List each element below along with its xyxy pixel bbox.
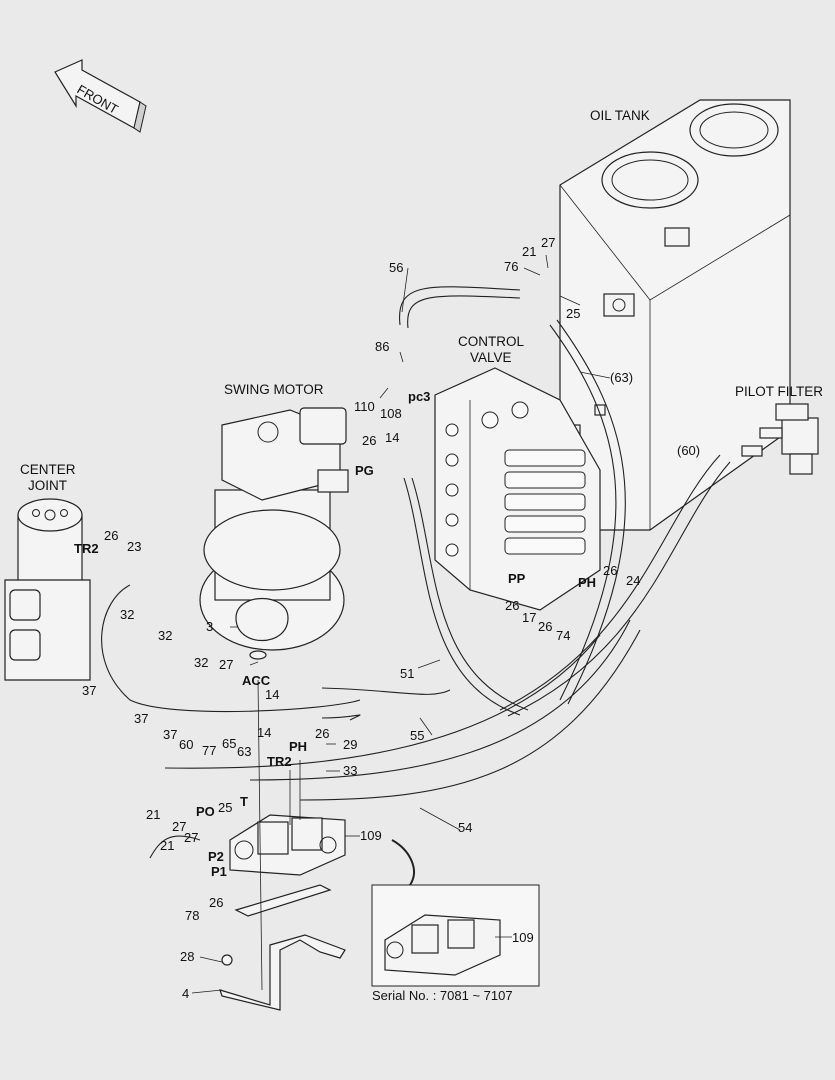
callout-63b: 63 [237, 744, 251, 759]
callout-3: 3 [206, 619, 213, 634]
hoses [101, 286, 731, 859]
callout-60b: 60 [179, 737, 193, 752]
callout-109b: 109 [512, 930, 534, 945]
callout-27b: 27 [219, 657, 233, 672]
callout-51: 51 [400, 666, 414, 681]
port-po: PO [196, 804, 215, 819]
callout-29: 29 [343, 737, 357, 752]
port-ph-valve: PH [578, 575, 596, 590]
control-valve [434, 367, 601, 611]
callout-77: 77 [202, 743, 216, 758]
control-valve-title-1: CONTROL [458, 334, 524, 349]
callout-37b: 37 [134, 711, 148, 726]
port-p2: P2 [208, 849, 224, 864]
callout-14c: 14 [257, 725, 271, 740]
callout-14a: 14 [385, 430, 399, 445]
callout-56: 56 [389, 260, 403, 275]
mounting-bracket [219, 884, 346, 1011]
pilot-filter [741, 403, 819, 475]
callout-23: 23 [127, 539, 141, 554]
accumulator [235, 598, 289, 660]
callout-27a: 27 [541, 235, 555, 250]
oil-tank [559, 99, 791, 531]
inset-detail [371, 884, 540, 987]
callout-21b: 21 [146, 807, 160, 822]
port-ph-block: PH [289, 739, 307, 754]
callout-32a: 32 [120, 607, 134, 622]
callout-74: 74 [556, 628, 570, 643]
callout-33: 33 [343, 763, 357, 778]
callout-21a: 21 [522, 244, 536, 259]
port-tr2-joint: TR2 [74, 541, 99, 556]
inset-pointer-arrow [391, 839, 415, 886]
pilot-filter-title: PILOT FILTER [735, 384, 823, 399]
callout-26e: 26 [538, 619, 552, 634]
callout-110: 110 [354, 399, 375, 414]
port-acc: ACC [242, 673, 271, 688]
callout-109a: 109 [360, 828, 382, 843]
port-pg: PG [355, 463, 374, 478]
serial-number-note: Serial No. : 7081 ~ 7107 [372, 988, 513, 1003]
callout-27c: 27 [172, 819, 186, 834]
callout-26c: 26 [315, 726, 329, 741]
center-joint-title-2: JOINT [28, 478, 67, 493]
swing-motor [199, 407, 349, 651]
solenoid-valve-block [229, 814, 346, 876]
leader-lines [191, 254, 611, 994]
callout-14b: 14 [265, 687, 279, 702]
callout-25a: 25 [566, 306, 580, 321]
callout-32b: 32 [158, 628, 172, 643]
center-joint [4, 498, 91, 681]
callout-37a: 37 [82, 683, 96, 698]
callout-26f: 26 [603, 563, 617, 578]
callout-27d: 27 [184, 830, 198, 845]
callout-21c: 21 [160, 838, 174, 853]
port-labels: TR2 pc3 PG PP PH ACC PH TR2 T PO P2 P1 [74, 389, 596, 879]
callout-54: 54 [458, 820, 472, 835]
callout-76: 76 [504, 259, 518, 274]
port-tr2-block: TR2 [267, 754, 292, 769]
callout-37c: 37 [163, 727, 177, 742]
port-pp: PP [508, 571, 526, 586]
callout-26g: 26 [209, 895, 223, 910]
port-pc3: pc3 [408, 389, 430, 404]
callout-63: (63) [610, 370, 633, 385]
callout-32c: 32 [194, 655, 208, 670]
part-callouts: 56 21 27 76 25 (63) 86 110 108 26 14 (60… [82, 235, 700, 1001]
control-valve-title-2: VALVE [470, 350, 512, 365]
port-t: T [240, 794, 248, 809]
callout-25b: 25 [218, 800, 232, 815]
callout-55: 55 [410, 728, 424, 743]
callout-26d: 26 [505, 598, 519, 613]
callout-26a: 26 [362, 433, 376, 448]
callout-86: 86 [375, 339, 389, 354]
front-arrow: FRONT [54, 59, 147, 133]
callout-17: 17 [522, 610, 536, 625]
callout-65: 65 [222, 736, 236, 751]
oil-tank-title: OIL TANK [590, 108, 650, 123]
callout-78: 78 [185, 908, 199, 923]
callout-60a: (60) [677, 443, 700, 458]
swing-motor-title: SWING MOTOR [224, 382, 324, 397]
callout-28: 28 [180, 949, 194, 964]
callout-24: 24 [626, 573, 640, 588]
port-p1: P1 [211, 864, 227, 879]
callout-4: 4 [182, 986, 189, 1001]
callout-108: 108 [380, 406, 402, 421]
callout-26b: 26 [104, 528, 118, 543]
center-joint-title-1: CENTER [20, 462, 76, 477]
